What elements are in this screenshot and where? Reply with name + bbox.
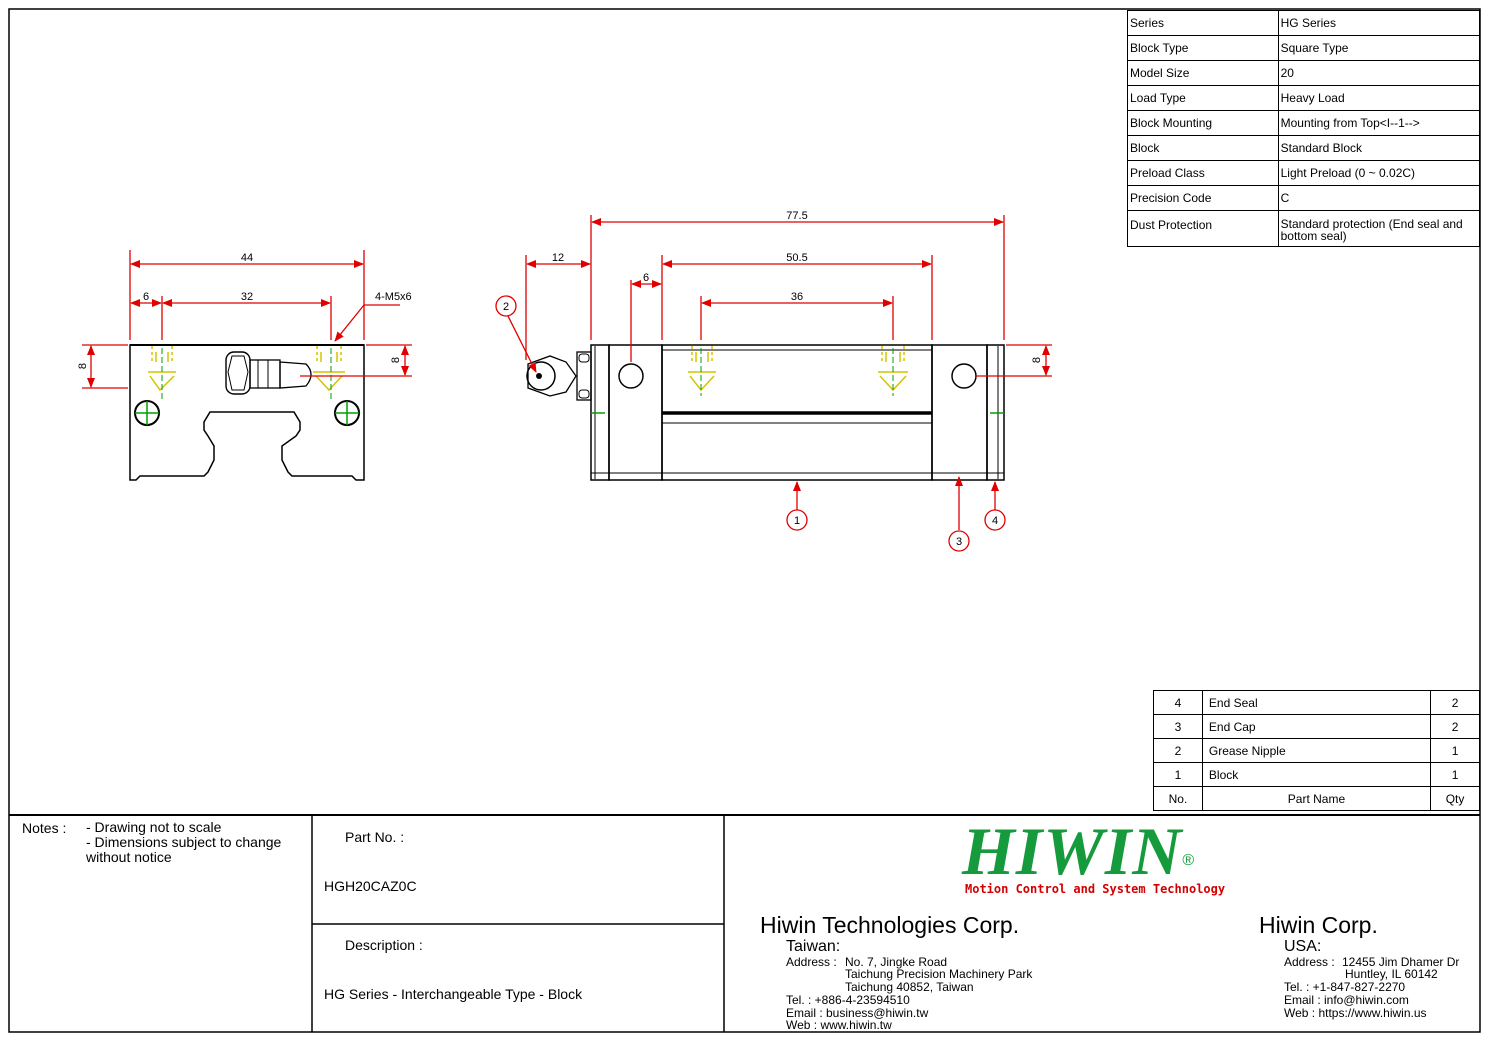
spec-value: Light Preload (0 ~ 0.02C) (1277, 160, 1481, 186)
bom-header-part-name: Part Name (1201, 786, 1432, 811)
spec-label: Load Type (1127, 85, 1279, 111)
dim-front-hole-offset: 6 (143, 291, 149, 303)
notes-label: Notes : (22, 820, 67, 836)
usa-address-label: Address : (1284, 955, 1335, 969)
taiwan-tel: Tel. : +886-4-23594510 (786, 993, 910, 1007)
spec-value: Standard protection (End seal and bottom… (1277, 210, 1481, 247)
usa-web[interactable]: Web : https://www.hiwin.us (1284, 1006, 1427, 1020)
spec-label: Block Type (1127, 35, 1279, 61)
taiwan-country: Taiwan: (786, 938, 841, 955)
logo-tagline: Motion Control and System Technology (965, 882, 1226, 896)
spec-value: HG Series (1277, 10, 1481, 36)
taiwan-company-name: Hiwin Technologies Corp. (760, 912, 1020, 938)
balloon-4: 4 (992, 515, 998, 527)
notes: - Drawing not to scale - Dimensions subj… (86, 820, 281, 865)
spec-value: Standard Block (1277, 135, 1481, 161)
spec-value: Square Type (1277, 35, 1481, 61)
bom-qty: 2 (1430, 690, 1480, 715)
usa-company-name: Hiwin Corp. (1259, 912, 1378, 938)
bom-qty: 2 (1430, 714, 1480, 739)
taiwan-web[interactable]: Web : www.hiwin.tw (786, 1018, 892, 1032)
front-view: 44 6 32 4-M5x6 8 8 (77, 250, 412, 481)
note-line: - Dimensions subject to change (86, 834, 282, 850)
note-line: - Drawing not to scale (86, 819, 222, 835)
dim-front-hole-pitch: 32 (241, 291, 253, 303)
note-line: without notice (86, 849, 172, 865)
bom-no: 3 (1153, 714, 1203, 739)
bom-qty: 1 (1430, 738, 1480, 763)
dim-front-left-height: 8 (77, 363, 89, 369)
usa-email[interactable]: Email : info@hiwin.com (1284, 993, 1409, 1007)
balloon-2: 2 (503, 301, 509, 313)
description-label: Description : (345, 937, 423, 953)
part-no-value: HGH20CAZ0C (324, 878, 417, 894)
logo-text: HIWIN (962, 813, 1183, 889)
bom-header-qty: Qty (1430, 786, 1480, 811)
taiwan-email[interactable]: Email : business@hiwin.tw (786, 1006, 929, 1020)
dim-front-right-height: 8 (390, 357, 402, 363)
usa-tel: Tel. : +1-847-827-2270 (1284, 980, 1406, 994)
dim-front-width: 44 (241, 252, 253, 264)
description-value: HG Series - Interchangeable Type - Block (324, 986, 583, 1002)
spec-label: Series (1127, 10, 1279, 36)
spec-value: 20 (1277, 60, 1481, 86)
registered-mark: ® (1182, 852, 1195, 869)
spec-label: Block (1127, 135, 1279, 161)
taiwan-address-label: Address : (786, 955, 837, 969)
spec-label: Model Size (1127, 60, 1279, 86)
bom-part-name: Block (1201, 762, 1432, 787)
usa-address-line: 12455 Jim Dhamer Dr (1342, 955, 1460, 969)
spec-label: Precision Code (1127, 185, 1279, 211)
usa-country: USA: (1284, 938, 1322, 955)
spec-label: Dust Protection (1127, 210, 1279, 247)
hiwin-logo: HIWIN® Motion Control and System Technol… (962, 817, 1242, 896)
usa-address-line: Huntley, IL 60142 (1345, 967, 1438, 981)
bom-part-name: Grease Nipple (1201, 738, 1432, 763)
bom-part-name: End Seal (1201, 690, 1432, 715)
bom-no: 1 (1153, 762, 1203, 787)
spec-value: Heavy Load (1277, 85, 1481, 111)
dim-side-offset: 6 (643, 272, 649, 284)
spec-label: Preload Class (1127, 160, 1279, 186)
spec-label: Block Mounting (1127, 110, 1279, 136)
bom-no: 2 (1153, 738, 1203, 763)
dim-side-hole-pitch: 36 (791, 291, 803, 303)
balloon-1: 1 (794, 515, 800, 527)
taiwan-address-line: Taichung Precision Machinery Park (845, 967, 1033, 981)
part-no-label: Part No. : (345, 829, 405, 845)
dim-side-nipple: 12 (552, 252, 564, 264)
dim-side-body: 50.5 (786, 252, 807, 264)
spec-value: C (1277, 185, 1481, 211)
taiwan-address-line: No. 7, Jingke Road (845, 955, 948, 969)
taiwan-address-line: Taichung 40852, Taiwan (845, 980, 974, 994)
bom-header-no: No. (1153, 786, 1203, 811)
side-view: 77.5 12 6 50.5 36 8 2 1 3 4 (495, 210, 1052, 552)
bom-qty: 1 (1430, 762, 1480, 787)
dim-side-total: 77.5 (786, 210, 807, 222)
sheet-border (8, 8, 1481, 1033)
dim-front-thread: 4-M5x6 (375, 291, 412, 303)
bom-part-name: End Cap (1201, 714, 1432, 739)
bom-no: 4 (1153, 690, 1203, 715)
balloon-3: 3 (956, 536, 962, 548)
dim-side-right-height: 8 (1031, 357, 1043, 363)
spec-value: Mounting from Top<I--1--> (1277, 110, 1481, 136)
